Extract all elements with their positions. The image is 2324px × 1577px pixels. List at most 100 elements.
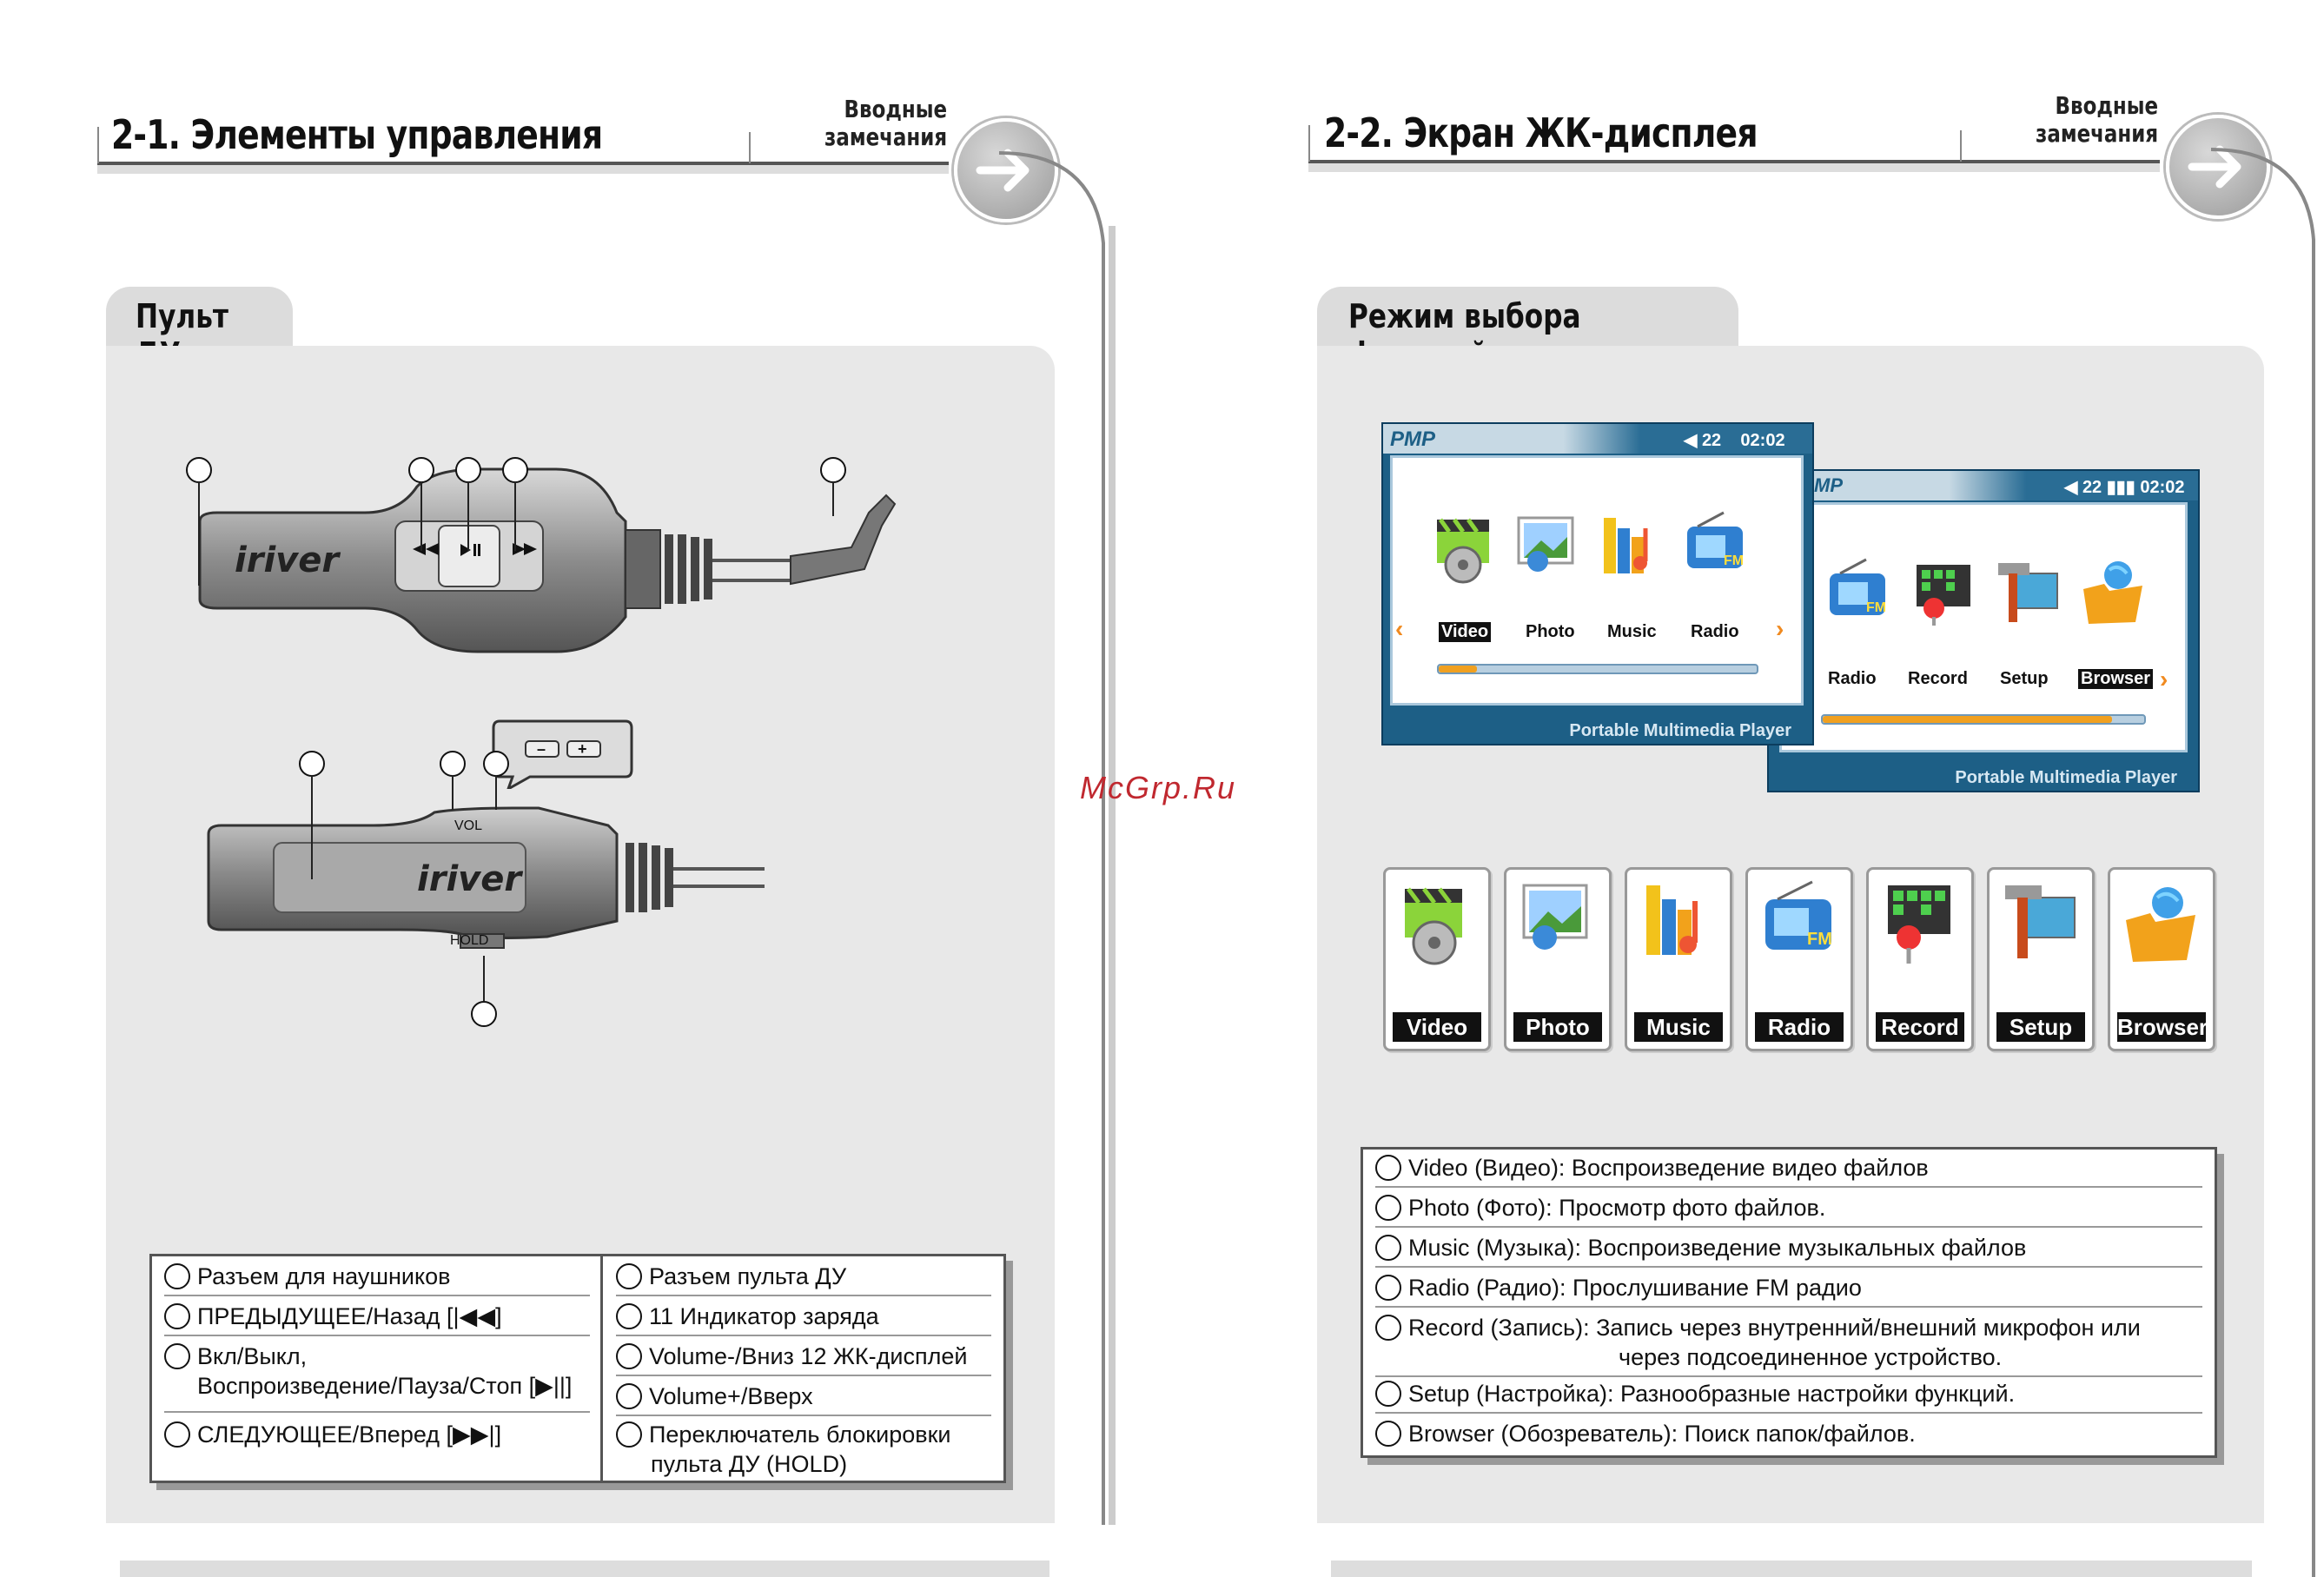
desc-row-music: Music (Музыка): Воспроизведение музыкаль… [1375,1233,2202,1268]
left-page-title: 2-1. Элементы управления [111,111,603,158]
right-header-shadow [1308,163,2160,172]
desc-row-photo: Photo (Фото): Просмотр фото файлов. [1375,1193,2202,1228]
svg-text:FM: FM [1724,553,1744,568]
callout-8 [483,751,509,777]
remote-side-view: iriver VOL HOLD [207,806,765,949]
vol-label: VOL [454,818,482,833]
right-header-rule [1308,160,2160,163]
remote-top-view: iriver [198,467,897,653]
left-next-arrow-icon[interactable] [954,118,1058,222]
screen2-item-3: Setup [2000,669,2049,688]
left-header-shadow [97,165,949,174]
callout-2-leader [420,481,422,551]
screen2-status: ◀ 22 ▮▮▮ 02:02 [2064,478,2185,497]
legend-right-row-1: Разъем пульта ДУ [616,1262,991,1296]
desc-row-video: Video (Видео): Воспроизведение видео фай… [1375,1153,2202,1188]
right-section-label: Вводные замечания [2035,91,2158,148]
remote-brand-logo: iriver [235,540,341,580]
screen1-status: ◀ 22 02:02 [1684,431,1785,450]
vol-minus-label: – [537,740,546,758]
right-footer-bar [1331,1560,2252,1577]
screen2-item-2: Record [1908,669,1968,688]
left-header-tick-2 [749,132,751,163]
screen1-footer: Portable Multimedia Player [1569,721,1791,740]
callout-5-leader [832,481,834,516]
left-header-rule [97,162,949,165]
legend-left-row-1: Разъем для наушников [164,1262,590,1296]
remote-side-brand-logo: iriver [417,859,523,899]
right-next-arrow-icon[interactable] [2166,115,2270,219]
watermark: McGrp.Ru [1080,770,1237,805]
legend-right-row-2: 11 Индикатор заряда [616,1302,991,1336]
screen1-prev-arrow-icon: ‹ [1395,615,1404,642]
callout-3-leader [467,481,469,551]
svg-text:FM: FM [1866,600,1886,615]
callout-2 [408,457,434,483]
screen2-browser-icon [2083,561,2142,624]
desc-row-browser: Browser (Обозреватель): Поиск папок/файл… [1375,1419,2202,1452]
right-header-tick [1308,125,1310,162]
function-icon-music: Music [1625,867,1732,1051]
right-page-edge [2211,148,2315,1577]
screen2-item-4: Browser [2078,669,2154,689]
function-icon-video: Video [1383,867,1491,1051]
function-icon-radio: FM Radio [1745,867,1853,1051]
left-section-label: Вводные замечания [824,95,947,151]
function-icon-photo: Photo [1504,867,1612,1051]
function-description-table: Video (Видео): Воспроизведение видео фай… [1361,1147,2217,1458]
screen1-video-icon [1437,518,1489,584]
left-page-edge [999,151,1116,1525]
function-icon-record: Record [1866,867,1974,1051]
volume-button-callout: – + [492,719,633,789]
callout-7-leader [452,775,454,810]
legend-left-row-4: СЛЕДУЮЩЕЕ/Вперед [▶▶|] [164,1420,590,1453]
legend-left-row-2: ПРЕДЫДУЩЕЕ/Назад [|◀◀] [164,1302,590,1336]
screen1-item-3: Music [1607,622,1657,641]
lcd-screen-2: MP ◀ 22 ▮▮▮ 02:02 FM Radio Record Setup … [1767,469,2200,792]
callout-4-leader [514,481,516,551]
right-header-tick-2 [1960,130,1962,162]
screen2-logo: MP [1814,474,1843,496]
callout-9-leader [483,956,485,1001]
vol-plus-label: + [578,740,587,758]
screen2-record-icon [1917,565,1970,626]
right-tab: Режим выбора функций [1317,287,1738,374]
callout-1 [186,457,212,483]
desc-row-record: Record (Запись): Запись через внутренний… [1375,1313,2202,1377]
screen2-radio-icon: FM [1830,558,1886,615]
callout-6 [299,751,325,777]
left-header-tick [97,127,99,163]
function-icon-browser: Browser [2108,867,2215,1051]
legend-divider [600,1256,603,1481]
screen2-footer: Portable Multimedia Player [1955,768,2177,787]
callout-4 [502,457,528,483]
screen1-item-2: Photo [1526,622,1575,641]
legend-right-row-4: Volume+/Вверх [616,1382,991,1416]
screen2-item-1: Radio [1828,669,1877,688]
callout-3 [455,457,481,483]
screen2-progress [1821,714,2146,725]
callout-8-leader [495,775,497,810]
legend-right-row-3: Volume-/Вниз 12 ЖК-дисплей [616,1342,991,1376]
screen1-next-arrow-icon: › [1776,615,1784,642]
callout-1-leader [198,481,200,586]
screen1-progress [1437,664,1758,674]
screen1-music-icon [1604,518,1648,573]
screen1-logo: PMP [1390,427,1436,451]
function-icon-setup: Setup [1987,867,2095,1051]
screen1-item-4: Radio [1691,622,1739,641]
left-tab: Пульт ДУ [106,287,293,374]
right-page-title: 2-2. Экран ЖК-дисплея [1324,109,1758,156]
svg-text:FM: FM [1807,930,1832,949]
desc-row-radio: Radio (Радио): Прослушивание FM радио [1375,1273,2202,1308]
screen1-photo-icon [1517,516,1574,572]
callout-5 [820,457,846,483]
callout-6-leader [311,775,313,879]
desc-row-setup: Setup (Настройка): Разнообразные настрой… [1375,1379,2202,1414]
left-footer-bar [120,1560,1049,1577]
legend-left-row-3: Вкл/Выкл,Воспроизведение/Пауза/Стоп [▶||… [164,1342,590,1413]
left-legend-table: Разъем для наушников ПРЕДЫДУЩЕЕ/Назад [|… [149,1254,1006,1483]
callout-7 [440,751,466,777]
hold-label: HOLD [450,933,488,948]
